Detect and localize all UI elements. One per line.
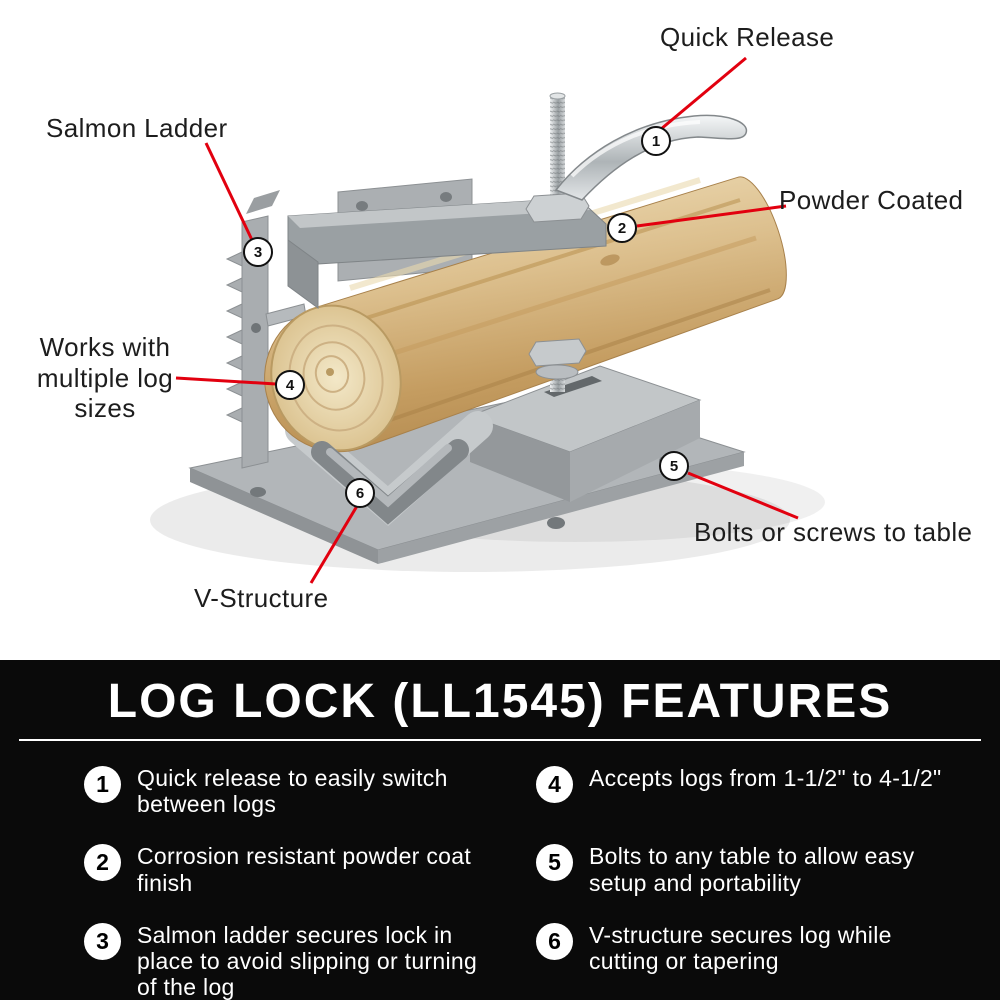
log bbox=[264, 176, 787, 453]
feature-text: Corrosion resistant powder coat finish bbox=[137, 843, 472, 896]
callout-label-salmon-ladder: Salmon Ladder bbox=[46, 113, 228, 143]
feature-item-2: 2 Corrosion resistant powder coat finish bbox=[84, 843, 502, 896]
panel-title: LOG LOCK (LL1545) FEATURES bbox=[107, 675, 893, 728]
feature-text: Bolts to any table to allow easy setup a… bbox=[589, 843, 915, 896]
callout-label-log-sizes: Works with multiple log sizes bbox=[36, 332, 174, 424]
callout-label-powder-coated: Powder Coated bbox=[779, 185, 964, 215]
feature-text: Accepts logs from 1-1/2" to 4-1/2" bbox=[589, 765, 942, 791]
callout-marker-5: 5 bbox=[659, 451, 689, 481]
product-illustration bbox=[150, 92, 825, 572]
callout-marker-2: 2 bbox=[607, 213, 637, 243]
clamp-arm bbox=[287, 197, 607, 309]
callout-number: 6 bbox=[355, 484, 365, 502]
bolt-hole bbox=[547, 517, 565, 529]
callout-marker-6: 6 bbox=[345, 478, 375, 508]
features-grid: 1 Quick release to easily switch between… bbox=[0, 741, 1000, 1000]
washer bbox=[535, 364, 579, 380]
feature-number: 2 bbox=[96, 849, 109, 876]
callout-number: 1 bbox=[651, 132, 661, 150]
title-divider bbox=[19, 739, 981, 741]
feature-item-5: 5 Bolts to any table to allow easy setup… bbox=[536, 843, 954, 896]
feature-number-badge: 4 bbox=[536, 766, 573, 803]
feature-number: 1 bbox=[96, 771, 109, 797]
callout-marker-3: 3 bbox=[243, 237, 273, 267]
callout-marker-1: 1 bbox=[641, 126, 671, 156]
feature-item-1: 1 Quick release to easily switch between… bbox=[84, 765, 502, 817]
callout-number: 3 bbox=[253, 243, 263, 261]
feature-number-badge: 1 bbox=[84, 766, 121, 803]
feature-number: 5 bbox=[548, 849, 561, 876]
callout-number: 5 bbox=[669, 457, 679, 475]
callout-number: 4 bbox=[285, 376, 295, 394]
v-structure-front bbox=[311, 439, 469, 525]
feature-number-badge: 3 bbox=[84, 922, 121, 960]
callout-label-quick-release: Quick Release bbox=[660, 22, 835, 52]
feature-item-6: 6 V-structure secures log while cutting … bbox=[536, 922, 954, 1000]
feature-number-badge: 6 bbox=[536, 922, 573, 960]
feature-number-badge: 5 bbox=[536, 844, 573, 882]
bolt-hole bbox=[250, 487, 266, 497]
feature-text: Salmon ladder secures lock in place to a… bbox=[137, 921, 478, 1000]
feature-text: V-structure secures log while cutting or… bbox=[589, 921, 892, 975]
feature-number: 6 bbox=[548, 927, 561, 954]
callout-number: 2 bbox=[617, 219, 627, 237]
lock-nut bbox=[528, 338, 587, 380]
feature-number: 4 bbox=[548, 771, 561, 797]
callout-label-bolts: Bolts or screws to table bbox=[694, 517, 973, 547]
salmon-ladder bbox=[225, 190, 307, 469]
ladder-bolt bbox=[251, 323, 261, 333]
product-photo-area: Quick Release Powder Coated Salmon Ladde… bbox=[36, 22, 973, 613]
features-panel: LOG LOCK (LL1545) FEATURES 1 Quick relea… bbox=[0, 660, 1000, 1000]
feature-item-4: 4 Accepts logs from 1-1/2" to 4-1/2" bbox=[536, 765, 954, 817]
callout-marker-4: 4 bbox=[275, 370, 305, 400]
feature-number-badge: 2 bbox=[84, 844, 121, 882]
feature-text: Quick release to easily switch between l… bbox=[137, 765, 448, 818]
feature-item-3: 3 Salmon ladder secures lock in place to… bbox=[84, 922, 502, 1000]
feature-number: 3 bbox=[96, 927, 109, 954]
callout-label-v-structure: V-Structure bbox=[194, 583, 329, 613]
v-structure-highlight bbox=[326, 444, 452, 508]
